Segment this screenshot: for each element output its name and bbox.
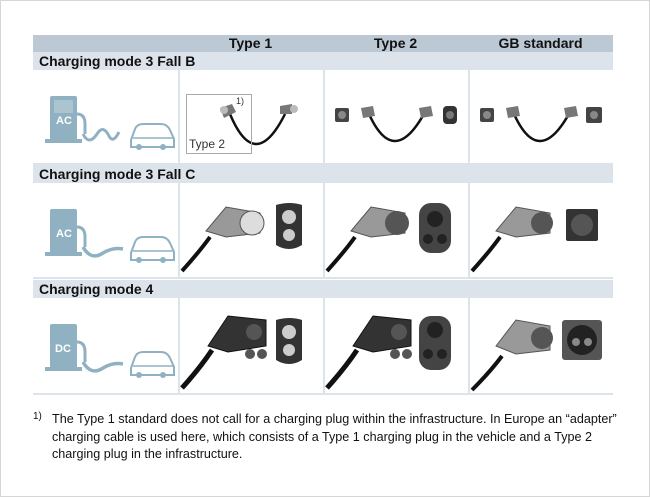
row2-type1-cell bbox=[180, 183, 323, 277]
column-header-gb: GB standard bbox=[468, 35, 613, 52]
footnote-marker: 1) bbox=[33, 411, 42, 422]
row2-type2-cell bbox=[325, 183, 468, 277]
row3-gb-cell bbox=[470, 298, 613, 393]
gb-cable-icon bbox=[480, 106, 602, 143]
type2-cable-icon bbox=[335, 106, 457, 143]
gb-dc-plug-socket-icon bbox=[470, 319, 602, 392]
station-label: DC bbox=[55, 343, 71, 355]
station-label: AC bbox=[56, 228, 72, 240]
row3-type1-cell bbox=[180, 298, 323, 393]
column-header-empty bbox=[33, 35, 178, 52]
column-header-type1: Type 1 bbox=[178, 35, 323, 52]
row1-type2-cell bbox=[325, 70, 468, 163]
gb-plug-socket-icon bbox=[470, 206, 598, 273]
footnote-text: The Type 1 standard does not call for a … bbox=[52, 412, 617, 461]
type1-dc-plug-socket-icon bbox=[180, 315, 302, 390]
inset-marker: 1) bbox=[236, 96, 245, 106]
row-title-mode4: Charging mode 4 bbox=[33, 280, 613, 298]
row3-station-car-cell: DC bbox=[33, 298, 178, 393]
row2-station-car-cell: AC bbox=[33, 183, 178, 277]
row1-type1-cell: Type 2 1) bbox=[180, 70, 323, 163]
inset-label: Type 2 bbox=[189, 137, 226, 151]
column-header-type2: Type 2 bbox=[323, 35, 468, 52]
row-title-mode3-fall-b: Charging mode 3 Fall B bbox=[33, 52, 613, 70]
ac-station-car-icon bbox=[45, 96, 175, 150]
row2-gb-cell bbox=[470, 183, 613, 277]
type2-dc-plug-socket-icon bbox=[325, 315, 451, 390]
ac-station-car-icon bbox=[45, 209, 175, 263]
dc-station-car-icon bbox=[45, 324, 175, 378]
type1-plug-socket-icon bbox=[180, 203, 302, 273]
row1-station-car-cell: AC bbox=[33, 70, 178, 163]
type2-plug-socket-icon bbox=[325, 203, 451, 273]
row1-gb-cell bbox=[470, 70, 613, 163]
row3-type2-cell bbox=[325, 298, 468, 393]
type1-adapter-cable-icon bbox=[220, 104, 298, 146]
station-label: AC bbox=[56, 115, 72, 127]
row-title-mode3-fall-c: Charging mode 3 Fall C bbox=[33, 165, 613, 183]
